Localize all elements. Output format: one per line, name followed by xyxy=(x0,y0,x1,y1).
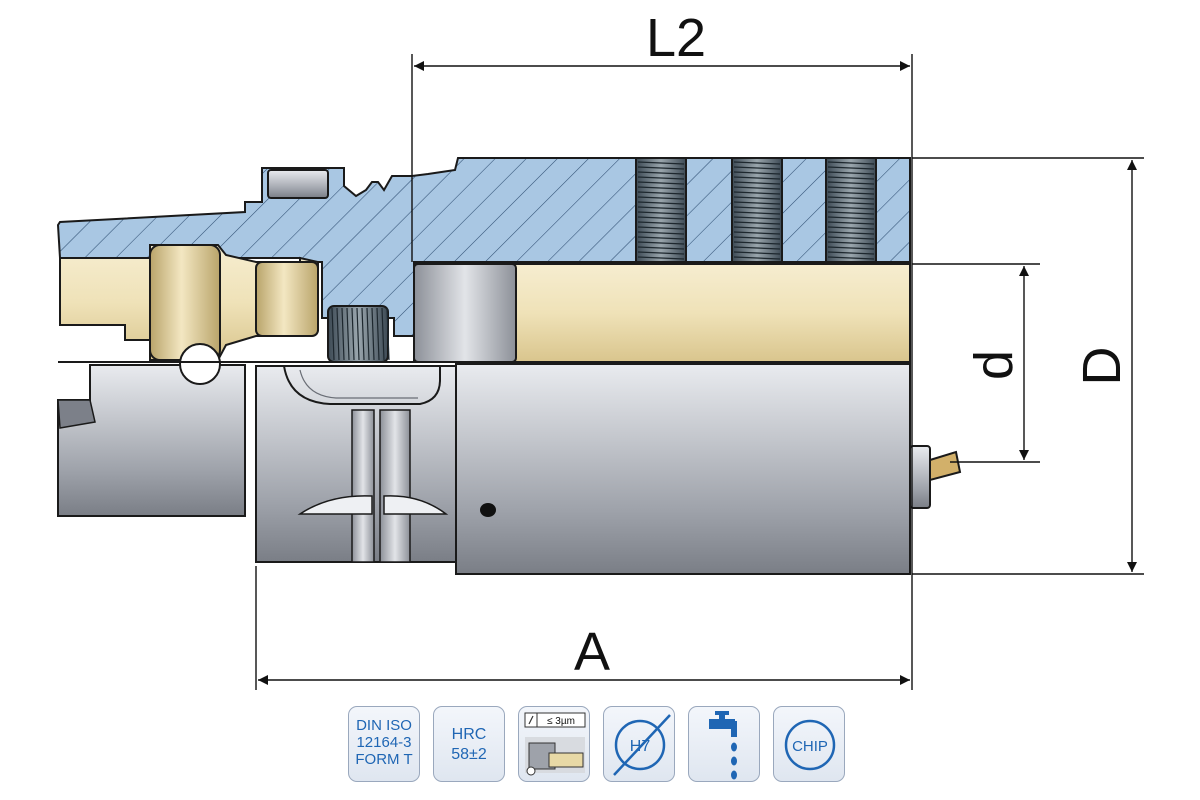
chip-graphic: CHIP xyxy=(784,719,836,771)
lower-exterior xyxy=(57,363,962,575)
h7-tolerance-icon: H7 xyxy=(603,706,675,782)
h7-label: H7 xyxy=(630,738,651,755)
label-d-large: D xyxy=(1072,347,1132,386)
label-l2: L2 xyxy=(646,8,706,68)
shank-section xyxy=(56,157,911,337)
upper-section xyxy=(56,157,911,363)
clamping-screws xyxy=(635,157,877,263)
coolant-nipple xyxy=(909,445,962,509)
body xyxy=(455,363,911,575)
din-iso-line-2: 12164-3 xyxy=(356,734,412,751)
shank-exterior xyxy=(57,364,246,517)
h7-graphic: H7 xyxy=(613,714,671,776)
dimension-lines xyxy=(255,54,1144,690)
chip-icon: CHIP xyxy=(773,706,845,782)
label-a: A xyxy=(574,622,610,682)
label-d-small: d xyxy=(964,350,1024,380)
coolant-graphic xyxy=(709,711,737,780)
balance-hole xyxy=(480,503,496,517)
din-iso-icon: DIN ISO 12164-3 FORM T xyxy=(348,706,420,782)
hrc-label: HRC xyxy=(451,726,487,743)
din-iso-line-1: DIN ISO xyxy=(356,717,412,734)
runout-icon: ≤ 3µm xyxy=(518,706,590,782)
hrc-value: 58±2 xyxy=(451,746,487,763)
drive-slot xyxy=(267,169,329,199)
coolant-tap-icon xyxy=(688,706,760,782)
din-iso-line-3: FORM T xyxy=(355,751,413,768)
runout-value: ≤ 3µm xyxy=(547,716,575,727)
hrc-hardness-icon: HRC 58±2 xyxy=(433,706,505,782)
chip-label: CHIP xyxy=(792,738,828,755)
cross-pin xyxy=(179,343,221,385)
runout-graphic: ≤ 3µm xyxy=(524,712,586,776)
